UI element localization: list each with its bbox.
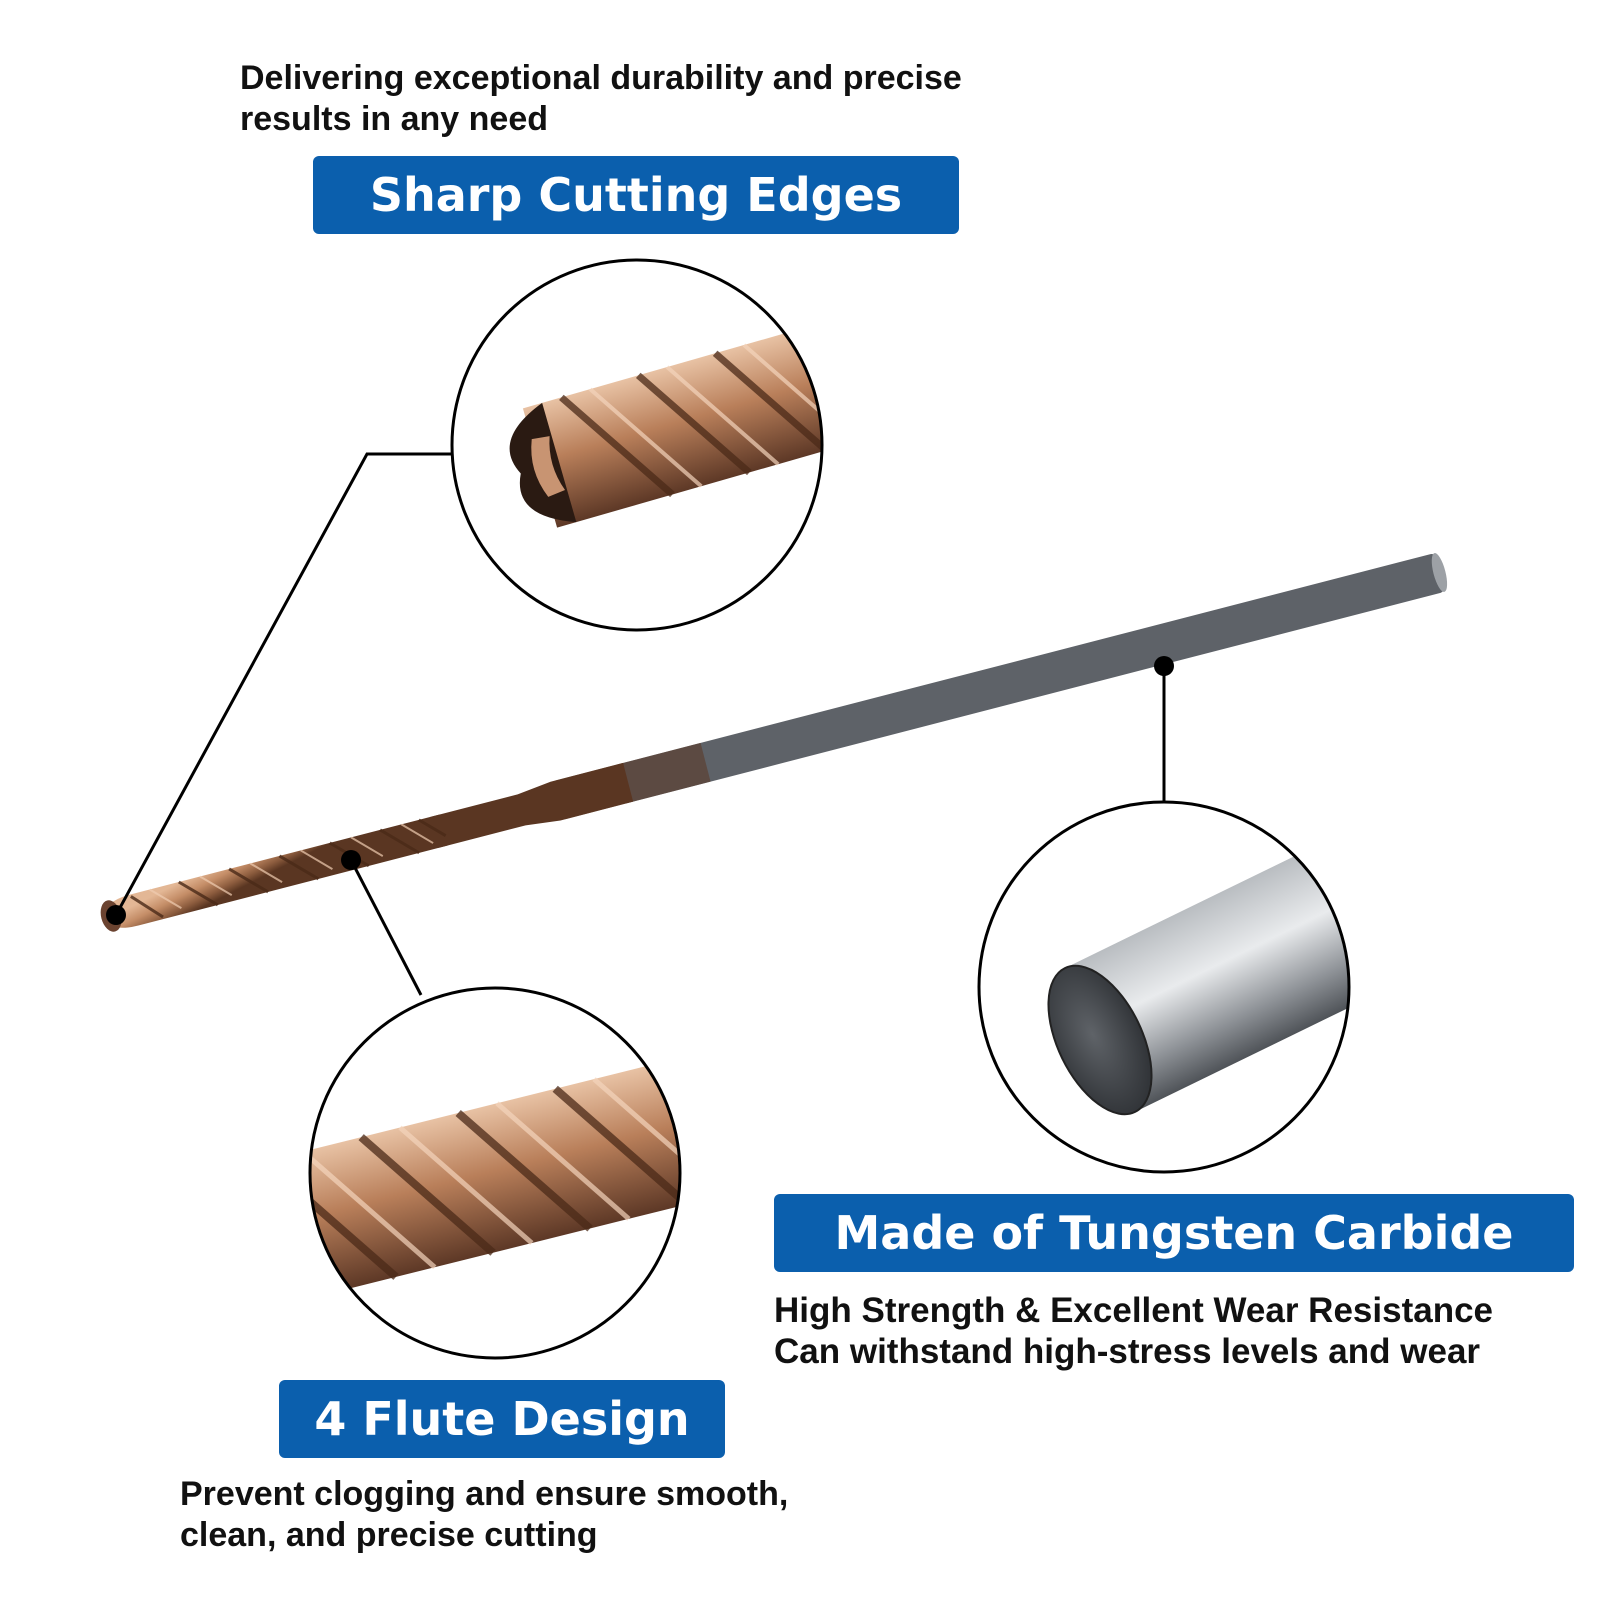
- sharp-edges-description-line: results in any need: [240, 100, 548, 138]
- tool-shank: [614, 553, 1444, 804]
- callout-lines: [114, 452, 1166, 996]
- tungsten-carbide-description-line: Can withstand high-stress levels and wea…: [774, 1332, 1481, 1371]
- callout-line-flute: [349, 859, 423, 996]
- zoom-circle-flutes: [308, 986, 682, 1360]
- zoom-circle-shank: [977, 800, 1351, 1174]
- tungsten-carbide-description-line: High Strength & Excellent Wear Resistanc…: [774, 1291, 1494, 1330]
- flute-design-banner: 4 Flute Design: [279, 1380, 725, 1458]
- callout-dot-shank: [1154, 656, 1174, 676]
- sharp-edges-description-line: Delivering exceptional durability and pr…: [240, 59, 962, 97]
- sharp-edges-description: Delivering exceptional durability and pr…: [240, 58, 962, 140]
- tungsten-carbide-banner: Made of Tungsten Carbide: [774, 1194, 1574, 1272]
- callout-dot-tip: [106, 905, 126, 925]
- zoom-circle-tip: [450, 258, 824, 632]
- tool-flutes: [103, 814, 449, 928]
- tool-neck: [430, 762, 634, 848]
- flute-design-description-line: clean, and precise cutting: [180, 1516, 598, 1554]
- callout-dot-flute: [341, 850, 361, 870]
- sharp-edges-banner: Sharp Cutting Edges: [313, 156, 959, 234]
- callout-line-tip: [114, 452, 452, 916]
- end-mill: [100, 553, 1448, 932]
- tungsten-carbide-description: High Strength & Excellent Wear Resistanc…: [774, 1290, 1493, 1372]
- flute-design-description: Prevent clogging and ensure smooth, clea…: [180, 1474, 788, 1556]
- flute-design-description-line: Prevent clogging and ensure smooth,: [180, 1475, 789, 1513]
